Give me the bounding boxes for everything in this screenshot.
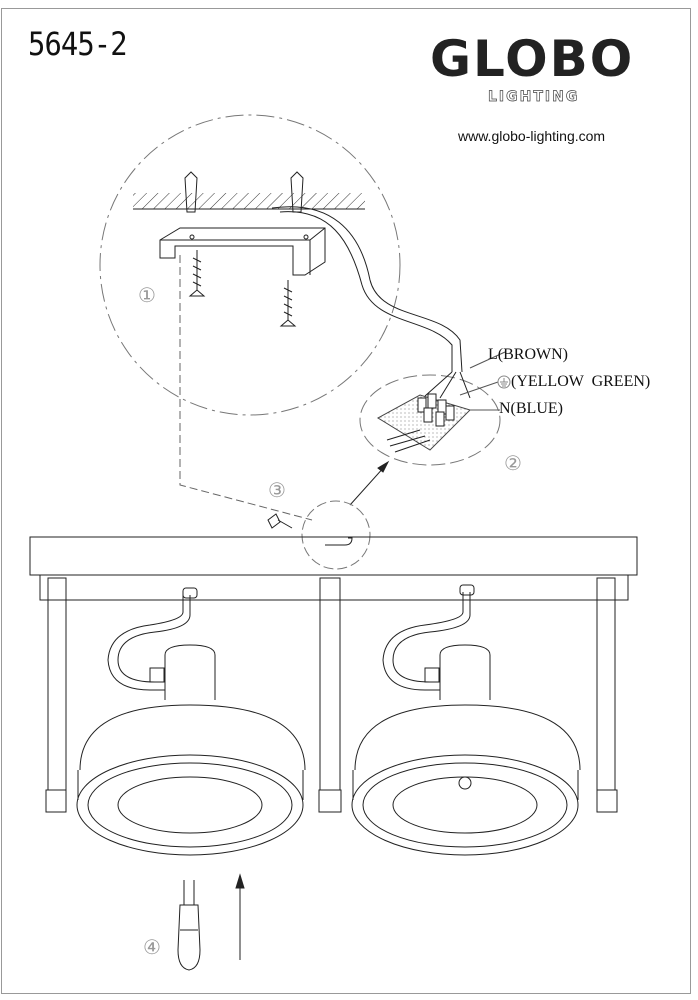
arrow-icon: [349, 465, 386, 506]
screw-icon: [188, 250, 297, 327]
website-url: www.globo-lighting.com: [458, 128, 606, 144]
brand-logo-sub: LIGHTING: [488, 89, 580, 106]
detail-circle-2: [359, 374, 501, 466]
detail-circle-1: [99, 114, 401, 416]
bulb-icon: [177, 880, 201, 971]
svg-text:④: ④: [143, 937, 161, 959]
light-fixture: [29, 536, 638, 856]
wire-label-live: L(BROWN): [488, 346, 568, 363]
power-cable: [271, 206, 463, 373]
ceiling: [133, 193, 365, 209]
detail-circle-3: [301, 500, 371, 570]
arrow-up-icon: [235, 873, 245, 960]
guide-line: [179, 255, 313, 521]
wire-label-earth: (YELLOW GREEN): [511, 373, 651, 390]
svg-text:②: ②: [504, 453, 522, 475]
svg-text:③: ③: [268, 480, 286, 502]
page-border: [1, 8, 691, 994]
mounting-bracket: [159, 227, 326, 276]
brand-logo: GLOBO: [430, 30, 635, 88]
wire-label-neutral: N(BLUE): [499, 400, 563, 417]
svg-text:①: ①: [138, 285, 156, 307]
model-number: 5645-2: [28, 25, 128, 63]
terminal-posts: [417, 393, 455, 427]
screw-icon: [267, 513, 293, 529]
